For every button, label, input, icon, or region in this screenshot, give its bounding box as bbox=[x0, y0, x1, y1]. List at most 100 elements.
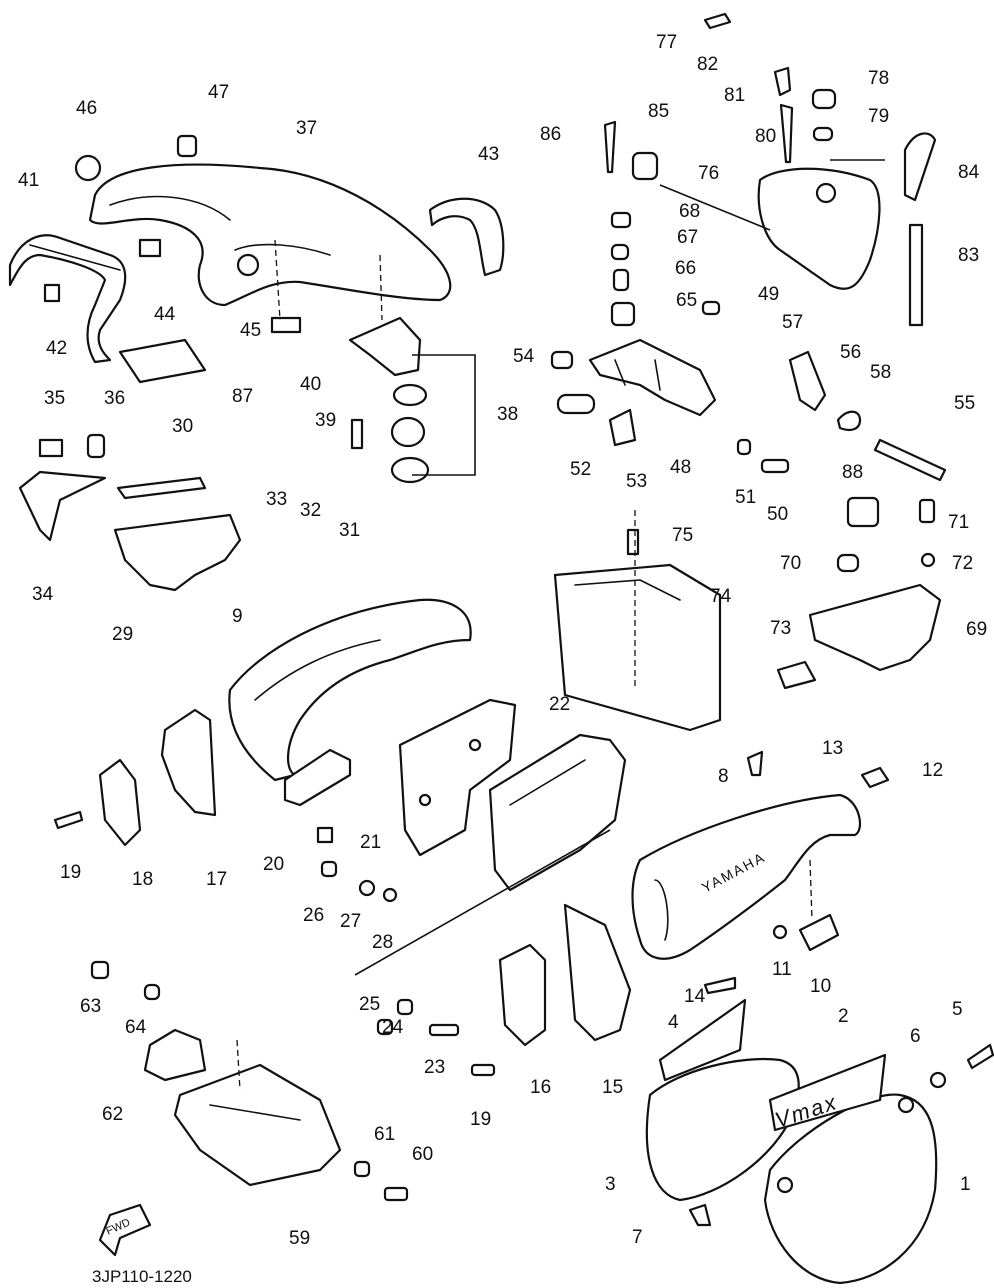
callout-9: 9 bbox=[232, 606, 243, 627]
callout-19: 19 bbox=[470, 1109, 491, 1130]
part-60-bracket bbox=[90, 960, 496, 1202]
drawing-code: 3JP110-1220 bbox=[92, 1267, 192, 1286]
part-22-plate bbox=[488, 733, 627, 892]
callout-33: 33 bbox=[266, 489, 287, 510]
callout-74: 74 bbox=[710, 586, 732, 607]
callout-63: 63 bbox=[80, 996, 101, 1017]
callout-12: 12 bbox=[922, 760, 943, 781]
part-30-tray bbox=[113, 513, 242, 592]
callout-76: 76 bbox=[698, 163, 719, 184]
part-70-bracket bbox=[776, 496, 942, 690]
callout-42: 42 bbox=[46, 338, 67, 359]
callout-11: 11 bbox=[772, 959, 792, 980]
callout-64: 64 bbox=[125, 1017, 147, 1038]
callout-5: 5 bbox=[952, 999, 963, 1020]
callout-72: 72 bbox=[952, 553, 973, 574]
callout-54: 54 bbox=[513, 346, 535, 367]
callout-81: 81 bbox=[724, 85, 745, 106]
part-47-48-caps bbox=[74, 134, 198, 182]
callout-85: 85 bbox=[648, 101, 669, 122]
callout-80: 80 bbox=[755, 126, 776, 147]
part-75-box bbox=[553, 528, 722, 732]
top-right-small-parts bbox=[603, 12, 937, 327]
callout-67: 67 bbox=[677, 227, 698, 248]
callout-35: 35 bbox=[44, 388, 65, 409]
callout-87: 87 bbox=[232, 386, 253, 407]
callout-57: 57 bbox=[782, 312, 803, 333]
callout-17: 17 bbox=[206, 869, 227, 890]
callout-55: 55 bbox=[954, 393, 975, 414]
callout-19: 19 bbox=[60, 862, 81, 883]
callout-6: 6 bbox=[910, 1026, 921, 1047]
parts-17-21 bbox=[53, 708, 398, 903]
callout-38: 38 bbox=[497, 404, 518, 425]
callout-20: 20 bbox=[263, 854, 284, 875]
callout-44: 44 bbox=[154, 304, 176, 325]
callout-27: 27 bbox=[340, 911, 361, 932]
callout-51: 51 bbox=[735, 487, 756, 508]
callout-21: 21 bbox=[360, 832, 381, 853]
callout-56: 56 bbox=[840, 342, 861, 363]
callout-73: 73 bbox=[770, 618, 791, 639]
callout-53: 53 bbox=[626, 471, 647, 492]
callout-31: 31 bbox=[339, 520, 360, 541]
small-parts-top-left bbox=[43, 238, 302, 334]
callout-61: 61 bbox=[374, 1124, 395, 1145]
callout-8: 8 bbox=[718, 766, 729, 787]
callout-39: 39 bbox=[315, 410, 336, 431]
callout-49: 49 bbox=[758, 284, 779, 305]
callout-41: 41 bbox=[18, 170, 39, 191]
callout-40: 40 bbox=[300, 374, 321, 395]
part-77-tank bbox=[757, 167, 881, 290]
part-23-panel bbox=[398, 698, 517, 857]
parts-50-59 bbox=[550, 300, 947, 482]
callout-34: 34 bbox=[32, 584, 54, 605]
callout-23: 23 bbox=[424, 1057, 445, 1078]
callout-45: 45 bbox=[240, 320, 261, 341]
callout-1: 1 bbox=[960, 1174, 971, 1195]
callout-50: 50 bbox=[767, 504, 788, 525]
callout-18: 18 bbox=[132, 869, 153, 890]
callout-83: 83 bbox=[958, 245, 979, 266]
callout-75: 75 bbox=[672, 525, 693, 546]
part-88-pad bbox=[118, 338, 207, 384]
callout-69: 69 bbox=[966, 619, 987, 640]
callout-59: 59 bbox=[289, 1228, 310, 1249]
fwd-arrow bbox=[98, 1203, 152, 1257]
callout-68: 68 bbox=[679, 201, 700, 222]
callout-24: 24 bbox=[382, 1017, 404, 1038]
callout-65: 65 bbox=[676, 290, 697, 311]
callout-32: 32 bbox=[300, 500, 321, 521]
callout-66: 66 bbox=[675, 258, 696, 279]
callout-52: 52 bbox=[570, 459, 591, 480]
callout-28: 28 bbox=[372, 932, 393, 953]
callout-82: 82 bbox=[697, 54, 718, 75]
callout-30: 30 bbox=[172, 416, 193, 437]
callout-4: 4 bbox=[668, 1012, 679, 1033]
callout-86: 86 bbox=[540, 124, 561, 145]
part-49-linkage bbox=[588, 338, 717, 417]
callout-36: 36 bbox=[104, 388, 125, 409]
callout-labels: 1234567891011121314151617181919202122232… bbox=[18, 32, 987, 1249]
part-38-cover bbox=[88, 163, 452, 307]
callout-60: 60 bbox=[412, 1144, 433, 1165]
part-39-assembly bbox=[348, 316, 430, 484]
callout-29: 29 bbox=[112, 624, 133, 645]
parts-35-37 bbox=[18, 433, 207, 542]
callout-14: 14 bbox=[684, 986, 706, 1007]
callout-62: 62 bbox=[102, 1104, 123, 1125]
callout-7: 7 bbox=[632, 1227, 643, 1248]
callout-46: 46 bbox=[76, 98, 97, 119]
part-9-cover bbox=[228, 598, 472, 782]
callout-26: 26 bbox=[303, 905, 324, 926]
callout-84: 84 bbox=[958, 162, 980, 183]
callout-78: 78 bbox=[868, 68, 889, 89]
callout-70: 70 bbox=[780, 553, 801, 574]
callout-10: 10 bbox=[810, 976, 831, 997]
callout-43: 43 bbox=[478, 144, 499, 165]
callout-48: 48 bbox=[670, 457, 691, 478]
callout-15: 15 bbox=[602, 1077, 623, 1098]
part-42-handle bbox=[8, 234, 127, 364]
callout-77: 77 bbox=[656, 32, 677, 53]
